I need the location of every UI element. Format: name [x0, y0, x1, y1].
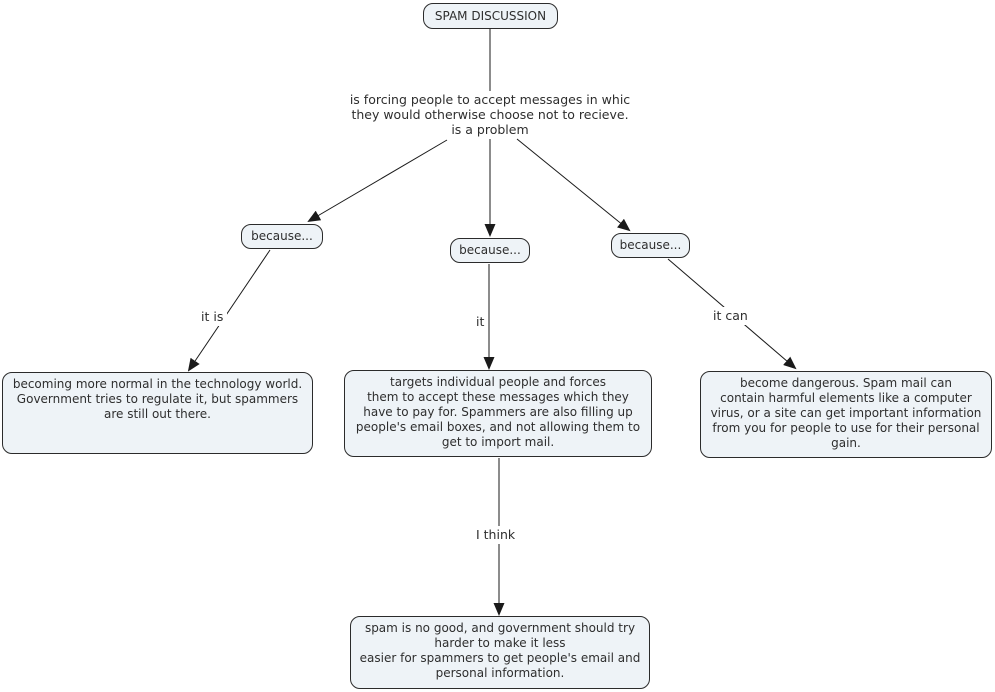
- concept-node-spam-is-no-good[interactable]: spam is no good, and government should t…: [350, 616, 650, 689]
- edge-label-it[interactable]: it: [472, 313, 489, 331]
- linking-phrase-is-a-problem[interactable]: is forcing people to accept messages in …: [349, 92, 631, 137]
- concept-node-become-dangerous[interactable]: become dangerous. Spam mail can contain …: [700, 371, 992, 458]
- linking-node-because-left[interactable]: because...: [241, 224, 323, 249]
- concept-node-becoming-more-normal[interactable]: becoming more normal in the technology w…: [2, 372, 313, 454]
- concept-node-spam-discussion[interactable]: SPAM DISCUSSION: [423, 3, 558, 29]
- linking-node-because-right[interactable]: because...: [611, 233, 690, 258]
- edge-label-it-can[interactable]: it can: [709, 307, 752, 325]
- edge-label-it-is[interactable]: it is: [197, 308, 228, 326]
- concept-node-targets-individual-people[interactable]: targets individual people and forces the…: [344, 370, 652, 457]
- edge-label-i-think[interactable]: I think: [472, 526, 520, 544]
- edge-problem-to-because-right: [516, 138, 631, 232]
- edge-because-left-to-concept-left: [187, 249, 271, 372]
- linking-node-because-middle[interactable]: because...: [450, 238, 530, 263]
- edge-problem-to-because-left: [307, 139, 448, 223]
